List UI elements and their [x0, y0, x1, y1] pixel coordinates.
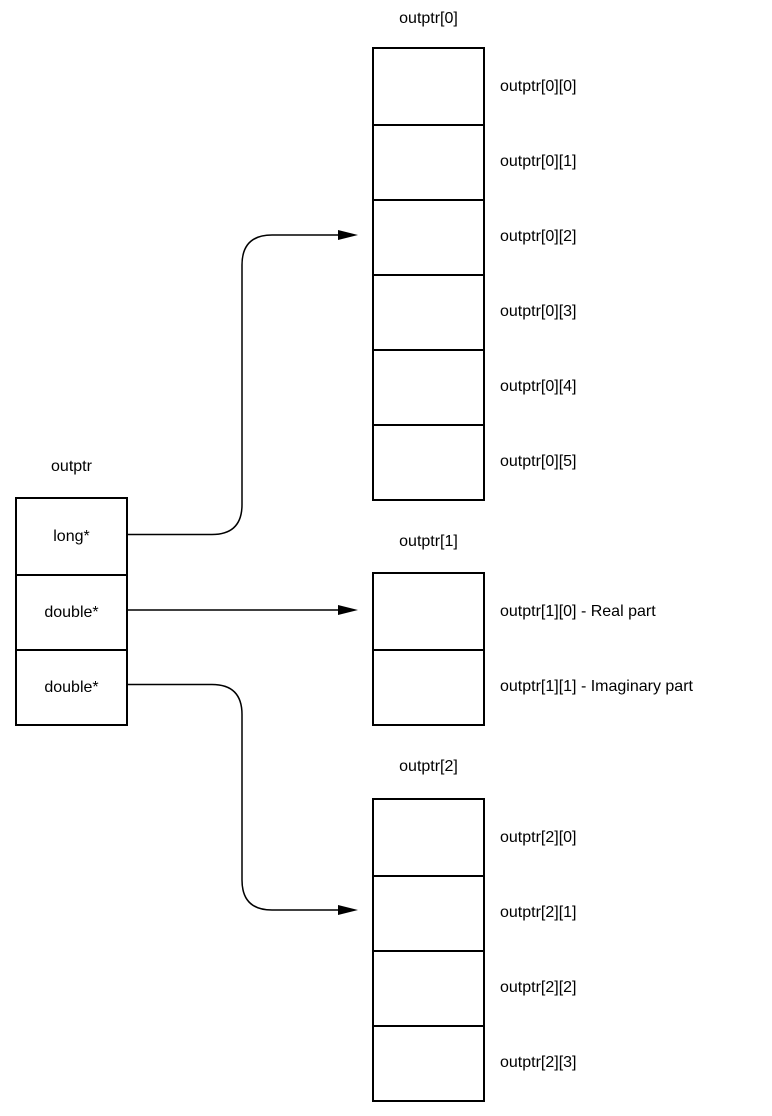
array-cell — [374, 1025, 483, 1100]
array-cell — [374, 574, 483, 649]
array-cell — [374, 124, 483, 199]
pointer-table-title: outptr — [51, 458, 92, 475]
array0-cell-label-3: outptr[0][3] — [500, 302, 577, 320]
array-cell — [374, 349, 483, 424]
array2-cell-label-2: outptr[2][2] — [500, 978, 577, 996]
array0-cell-label-2: outptr[0][2] — [500, 227, 577, 245]
array0-cell-label-1: outptr[0][1] — [500, 152, 577, 170]
array-cell — [374, 274, 483, 349]
array2-title: outptr[2] — [399, 758, 458, 775]
array-cell — [374, 875, 483, 950]
array2-box — [372, 798, 485, 1102]
pointer-cell-double-1: double* — [17, 574, 126, 649]
array-cell — [374, 49, 483, 124]
arrowhead-outptr1-icon — [338, 605, 358, 615]
array-cell — [374, 649, 483, 724]
array1-cell-label-0: outptr[1][0] - Real part — [500, 602, 656, 620]
array0-title: outptr[0] — [399, 10, 458, 27]
array1-title: outptr[1] — [399, 533, 458, 550]
array-cell — [374, 800, 483, 875]
arrowhead-outptr0-icon — [338, 230, 358, 240]
array0-cell-label-4: outptr[0][4] — [500, 377, 577, 395]
array0-cell-label-0: outptr[0][0] — [500, 77, 577, 95]
pointer-table: long* double* double* — [15, 497, 128, 726]
array-cell — [374, 950, 483, 1025]
array2-cell-label-0: outptr[2][0] — [500, 828, 577, 846]
array-cell — [374, 199, 483, 274]
array1-box — [372, 572, 485, 726]
array2-cell-label-1: outptr[2][1] — [500, 903, 577, 921]
arrow-longptr-to-outptr0 — [128, 234, 340, 536]
array1-cell-label-1: outptr[1][1] - Imaginary part — [500, 677, 693, 695]
array0-box — [372, 47, 485, 501]
array0-cell-label-5: outptr[0][5] — [500, 452, 577, 470]
arrow-doubleptr2-to-outptr2 — [128, 683, 340, 911]
arrowhead-outptr2-icon — [338, 905, 358, 915]
pointer-cell-long: long* — [53, 527, 90, 545]
pointer-cell-double-2: double* — [17, 649, 126, 724]
array-cell — [374, 424, 483, 499]
array2-cell-label-3: outptr[2][3] — [500, 1053, 577, 1071]
